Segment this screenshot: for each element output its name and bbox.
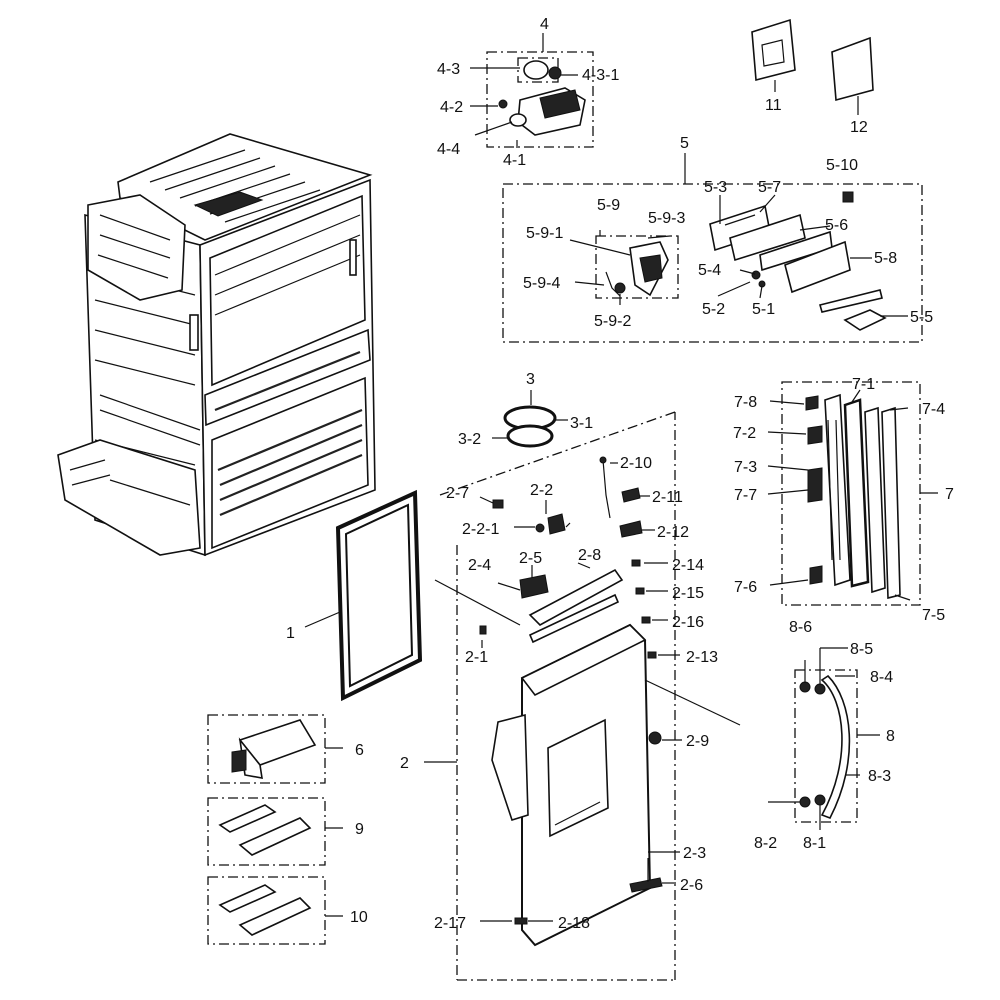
label-2-18: 2-18 (558, 915, 590, 932)
label-5-6: 5-6 (825, 217, 848, 234)
label-5-3: 5-3 (704, 179, 727, 196)
label-2-17: 2-17 (434, 915, 466, 932)
label-7-4: 7-4 (922, 401, 945, 418)
label-5-7: 5-7 (758, 179, 781, 196)
label-5-4: 5-4 (698, 262, 721, 279)
label-7-6: 7-6 (734, 579, 757, 596)
label-7: 7 (945, 486, 954, 503)
group-4-assembly (470, 33, 594, 148)
label-11: 11 (765, 97, 782, 114)
label-2-3: 2-3 (683, 845, 706, 862)
bin-box-9 (207, 797, 343, 866)
label-4-1: 4-1 (503, 152, 526, 169)
label-2-7: 2-7 (446, 485, 469, 502)
label-2-1: 2-1 (465, 649, 488, 666)
label-3-2: 3-2 (458, 431, 481, 448)
label-8: 8 (886, 728, 895, 745)
label-4-2: 4-2 (440, 99, 463, 116)
group-2-door-assembly (424, 411, 741, 981)
label-8-2: 8-2 (754, 835, 777, 852)
label-2-14: 2-14 (672, 557, 704, 574)
label-5-9-3: 5-9-3 (648, 210, 685, 227)
label-2: 2 (400, 755, 409, 772)
label-2-15: 2-15 (672, 585, 704, 602)
label-2-2: 2-2 (530, 482, 553, 499)
label-2-4: 2-4 (468, 557, 491, 574)
label-7-1: 7-1 (852, 376, 875, 393)
label-7-8: 7-8 (734, 394, 757, 411)
bin-box-6 (207, 714, 343, 784)
label-2-9: 2-9 (686, 733, 709, 750)
label-5-9-4: 5-9-4 (523, 275, 560, 292)
label-5-10: 5-10 (826, 157, 858, 174)
label-3-1: 3-1 (570, 415, 593, 432)
label-1: 1 (286, 625, 295, 642)
label-9: 9 (355, 821, 364, 838)
part-12 (831, 36, 874, 115)
label-5-2: 5-2 (702, 301, 725, 318)
label-8-4: 8-4 (870, 669, 893, 686)
label-5-9-2: 5-9-2 (594, 313, 631, 330)
label-5-9: 5-9 (597, 197, 620, 214)
bin-box-10 (207, 876, 343, 945)
label-8-1: 8-1 (803, 835, 826, 852)
label-2-10: 2-10 (620, 455, 652, 472)
label-5: 5 (680, 135, 689, 152)
label-8-5: 8-5 (850, 641, 873, 658)
callout-labels: 4 4-3 4-3-1 4-2 4-4 4-1 11 12 5 5-10 5-3… (286, 16, 954, 932)
label-2-5: 2-5 (519, 550, 542, 567)
label-7-5: 7-5 (922, 607, 945, 624)
label-4-4: 4-4 (437, 141, 460, 158)
door-gasket-1 (304, 489, 423, 702)
label-8-3: 8-3 (868, 768, 891, 785)
label-4-3: 4-3 (437, 61, 460, 78)
label-5-9-1: 5-9-1 (526, 225, 563, 242)
label-3: 3 (526, 371, 535, 388)
label-4: 4 (540, 16, 549, 33)
group-5-assembly (502, 153, 923, 343)
label-2-2-1: 2-2-1 (462, 521, 499, 538)
label-12: 12 (850, 119, 868, 136)
label-5-1: 5-1 (752, 301, 775, 318)
refrigerator-cabinet (57, 133, 376, 557)
group-3-assembly (492, 390, 568, 448)
group-8-handle-assembly (768, 647, 880, 830)
label-2-11: 2-11 (652, 489, 683, 506)
label-8-6: 8-6 (789, 619, 812, 636)
label-2-12: 2-12 (657, 524, 689, 541)
label-2-16: 2-16 (672, 614, 704, 631)
label-6: 6 (355, 742, 364, 759)
label-5-5: 5-5 (910, 309, 933, 326)
label-7-2: 7-2 (733, 425, 756, 442)
label-7-3: 7-3 (734, 459, 757, 476)
label-10: 10 (350, 909, 368, 926)
label-4-3-1: 4-3-1 (582, 67, 619, 84)
label-2-8: 2-8 (578, 547, 601, 564)
label-7-7: 7-7 (734, 487, 757, 504)
label-2-13: 2-13 (686, 649, 718, 666)
label-2-6: 2-6 (680, 877, 703, 894)
group-7-assembly (767, 381, 938, 606)
part-11 (751, 18, 796, 92)
label-5-8: 5-8 (874, 250, 897, 267)
